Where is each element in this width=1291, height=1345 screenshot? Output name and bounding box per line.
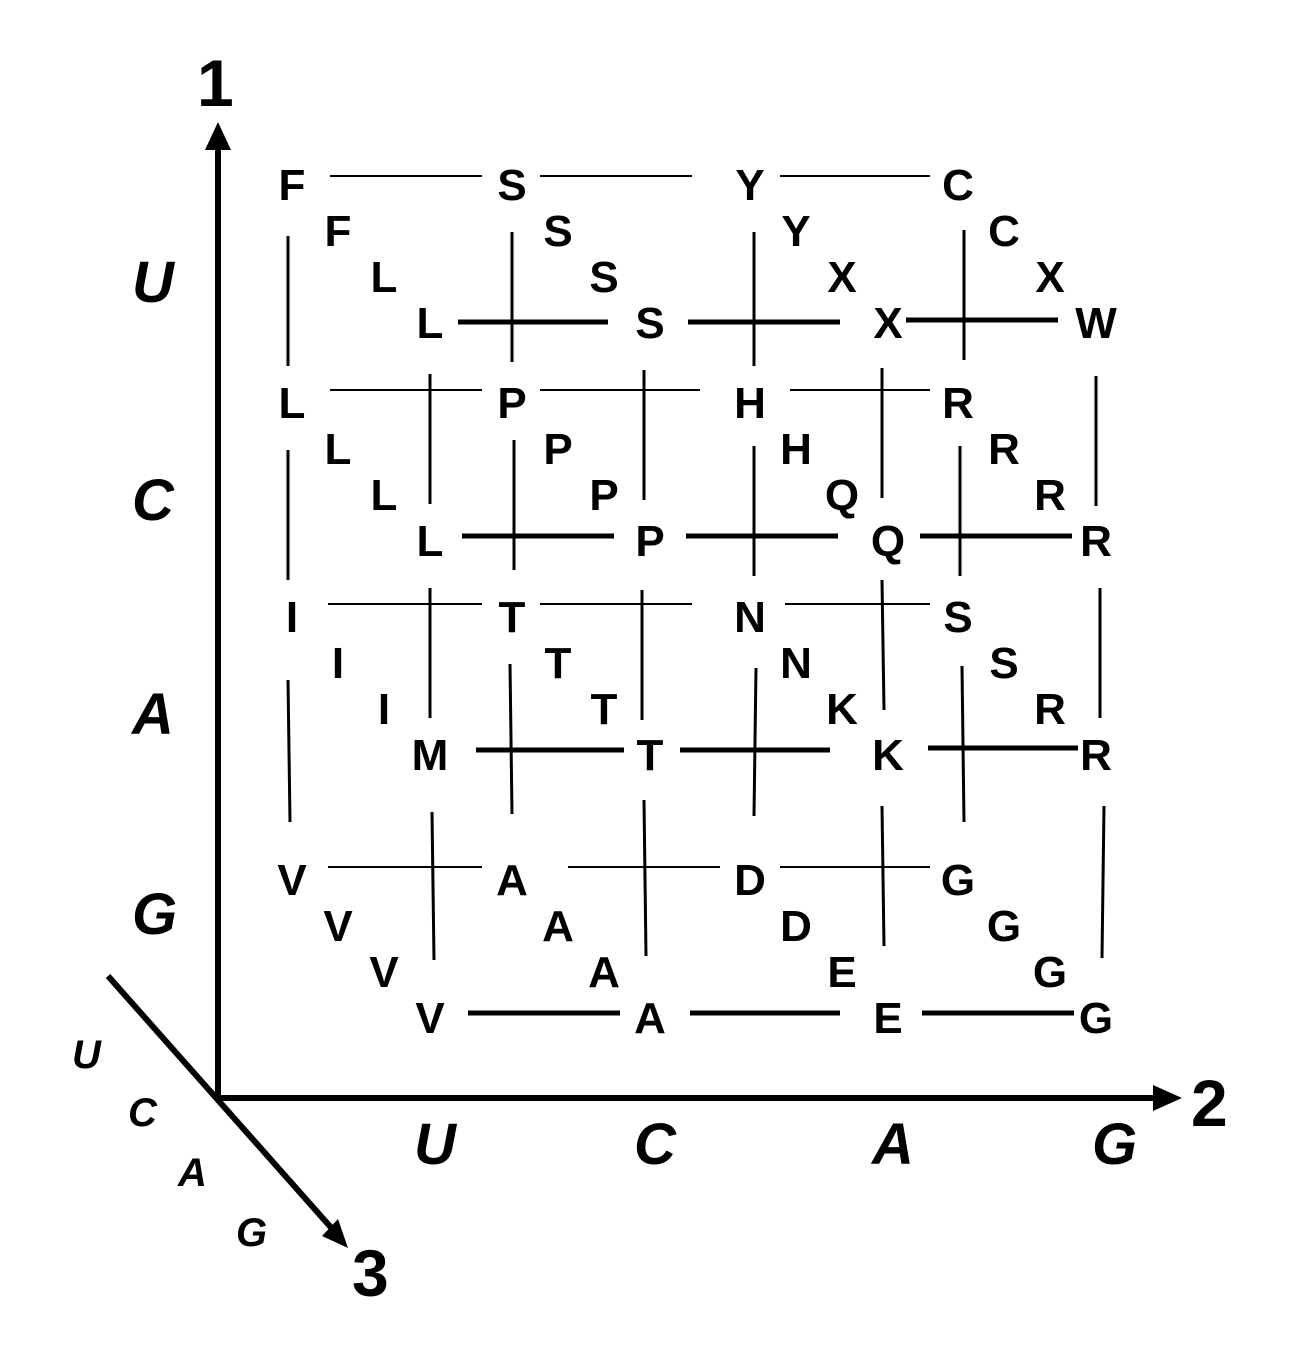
amino-acid-gcg: A [634,994,666,1043]
amino-acid-ccu: P [497,379,526,428]
amino-acid-uuu: F [279,161,306,210]
amino-acid-uca: S [589,253,618,302]
axis-1-label: 1 [197,46,234,120]
amino-acid-aua: I [378,685,390,734]
axis-1-base-g: G [132,882,177,947]
amino-acid-gca: A [588,948,620,997]
amino-acid-cga: R [1034,471,1066,520]
amino-acid-ccc: P [543,425,572,474]
amino-acid-gau: D [734,856,766,905]
back-layer-horizontal-lines [328,175,930,868]
axis-2-label: 2 [1191,1066,1228,1140]
amino-acid-aac: N [780,639,812,688]
amino-acid-cgc: R [988,425,1020,474]
axis-1-base-a: A [130,682,174,747]
amino-acid-cua: L [371,471,398,520]
amino-acid-uaa: X [827,253,856,302]
amino-acid-gcc: A [542,902,574,951]
front-layer-horizontal-lines [458,317,1078,1016]
axis-3-arrowhead [322,1219,348,1248]
amino-acid-acu: T [499,593,526,642]
amino-acid-letters: FFLLSSSSYYXXCCXWLLLLPPPPHHQQRRRRIIIMTTTT… [277,161,1117,1043]
axis-1-base-u: U [132,250,176,315]
axis-3-base-g: G [236,1211,267,1255]
amino-acid-gga: G [1033,948,1067,997]
axis-1-base-c: C [132,468,175,533]
amino-acid-cgg: R [1080,517,1112,566]
axis-3-base-a: A [177,1151,207,1195]
axis-2-base-u: U [414,1112,458,1177]
amino-acid-ugg: W [1075,299,1117,348]
amino-acid-ugc: C [988,207,1020,256]
amino-acid-gag: E [873,994,902,1043]
amino-acid-aca: T [591,685,618,734]
amino-acid-cag: Q [871,517,905,566]
amino-acid-gua: V [369,948,399,997]
amino-acid-uua: L [371,253,398,302]
amino-acid-uga: X [1035,253,1064,302]
amino-acid-guu: V [277,856,307,905]
axis-2-arrowhead [1153,1085,1182,1111]
amino-acid-uug: L [417,299,444,348]
amino-acid-ucc: S [543,207,572,256]
axis-2-base-c: C [634,1112,677,1177]
amino-acid-acc: T [545,639,572,688]
amino-acid-gug: V [415,994,445,1043]
amino-acid-gaa: E [827,948,856,997]
amino-acid-cac: H [780,425,812,474]
amino-acid-aau: N [734,593,766,642]
vertical-lines [286,230,1106,961]
amino-acid-ucu: S [497,161,526,210]
axis-3-line [105,974,338,1235]
axis-3-base-u: U [72,1033,102,1077]
amino-acid-uac: Y [781,207,810,256]
amino-acid-aaa: K [826,685,858,734]
axes [105,136,1172,1235]
amino-acid-agc: S [989,639,1018,688]
amino-acid-aag: K [872,731,904,780]
amino-acid-cau: H [734,379,766,428]
amino-acid-ggc: G [987,902,1021,951]
amino-acid-cuc: L [325,425,352,474]
axis-1-arrowhead [205,122,231,150]
amino-acid-ggg: G [1079,994,1113,1043]
amino-acid-cca: P [589,471,618,520]
axis-3-label: 3 [352,1236,389,1310]
axis-2-base-a: A [870,1112,914,1177]
amino-acid-acg: T [637,731,664,780]
axis-3-base-c: C [128,1091,158,1135]
amino-acid-aga: R [1034,685,1066,734]
amino-acid-ugu: C [942,161,974,210]
amino-acid-ucg: S [635,299,664,348]
amino-acid-ggu: G [941,856,975,905]
amino-acid-gac: D [780,902,812,951]
amino-acid-agg: R [1080,731,1112,780]
amino-acid-auc: I [332,639,344,688]
amino-acid-uuc: F [325,207,352,256]
amino-acid-cuu: L [279,379,306,428]
amino-acid-agu: S [943,593,972,642]
amino-acid-caa: Q [825,471,859,520]
axis-2-base-g: G [1092,1112,1137,1177]
amino-acid-uau: Y [735,161,764,210]
amino-acid-aug: M [412,731,449,780]
amino-acid-cug: L [417,517,444,566]
amino-acid-auu: I [286,593,298,642]
amino-acid-uag: X [873,299,902,348]
amino-acid-ccg: P [635,517,664,566]
amino-acid-guc: V [323,902,353,951]
amino-acid-cgu: R [942,379,974,428]
amino-acid-gcu: A [496,856,528,905]
